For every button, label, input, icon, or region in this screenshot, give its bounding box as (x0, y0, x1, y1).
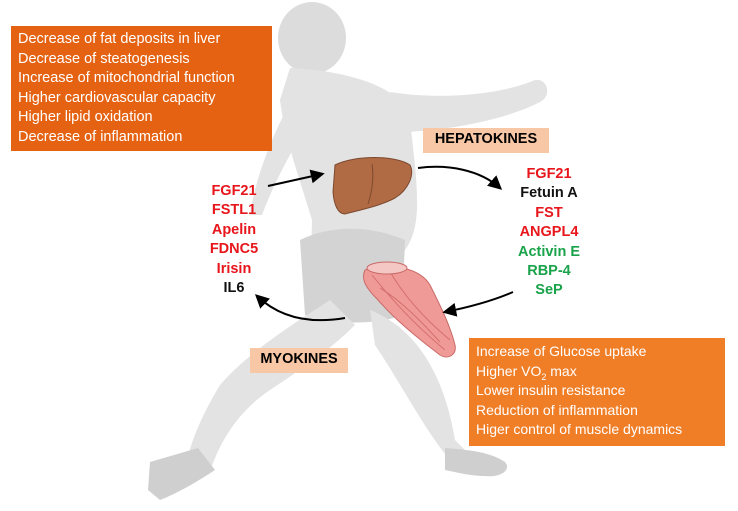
liver-benefit-item: Decrease of inflammation (18, 128, 183, 145)
myokine-item: FDNC5 (209, 241, 259, 258)
arrow-liver-to-hepatokines (417, 165, 503, 190)
hepatokine-item: ANGPL4 (519, 224, 579, 241)
myokine-item: Apelin (211, 221, 257, 238)
muscle-benefit-item: Lower insulin resistance (476, 382, 626, 398)
liver-benefit-item: Decrease of fat deposits in liver (18, 31, 221, 47)
hepatokines-label: HEPATOKINES (423, 128, 549, 153)
myokine-item: FSTL1 (211, 202, 257, 219)
arrow-hepatokines-to-muscle (442, 291, 514, 317)
liver-benefit-item: Decrease of steatogenesis (18, 50, 190, 67)
hepatokine-item: RBP-4 (527, 263, 571, 280)
muscle-benefit-item: Reduction of inflammation (476, 401, 638, 418)
myokines-label: MYOKINES (250, 348, 348, 373)
arrow-myokines-to-liver (267, 169, 325, 187)
hepatokine-item: SeP (535, 282, 563, 299)
liver-benefit-item: Increase of mitochondrial function (18, 70, 235, 86)
hepatokine-item: FST (535, 204, 563, 221)
muscle-benefit-item: Higer control of muscle dynamics (476, 421, 683, 437)
runner-silhouette (148, 2, 548, 500)
muscle-benefits-box: Increase of Glucose uptake Higher VO2 ma… (469, 338, 725, 446)
hepatokine-item: FGF21 (526, 166, 572, 182)
myokine-item: FGF21 (211, 183, 257, 199)
arrow-muscle-to-myokines (254, 294, 346, 322)
liver-benefit-item: Higher lipid oxidation (18, 109, 153, 125)
liver-benefit-item: Higher cardiovascular capacity (18, 89, 216, 106)
thigh-muscle (363, 261, 456, 358)
muscle-benefit-item: Higher VO2 max (476, 362, 577, 382)
hepatokine-item: Activin E (517, 243, 581, 260)
liver-lobe-line (367, 163, 374, 205)
hepatokine-item: Fetuin A (520, 185, 578, 202)
muscle-benefit-item: Increase of Glucose uptake (476, 343, 647, 359)
myokine-item: IL6 (223, 280, 245, 297)
myokine-item: Irisin (216, 260, 252, 277)
